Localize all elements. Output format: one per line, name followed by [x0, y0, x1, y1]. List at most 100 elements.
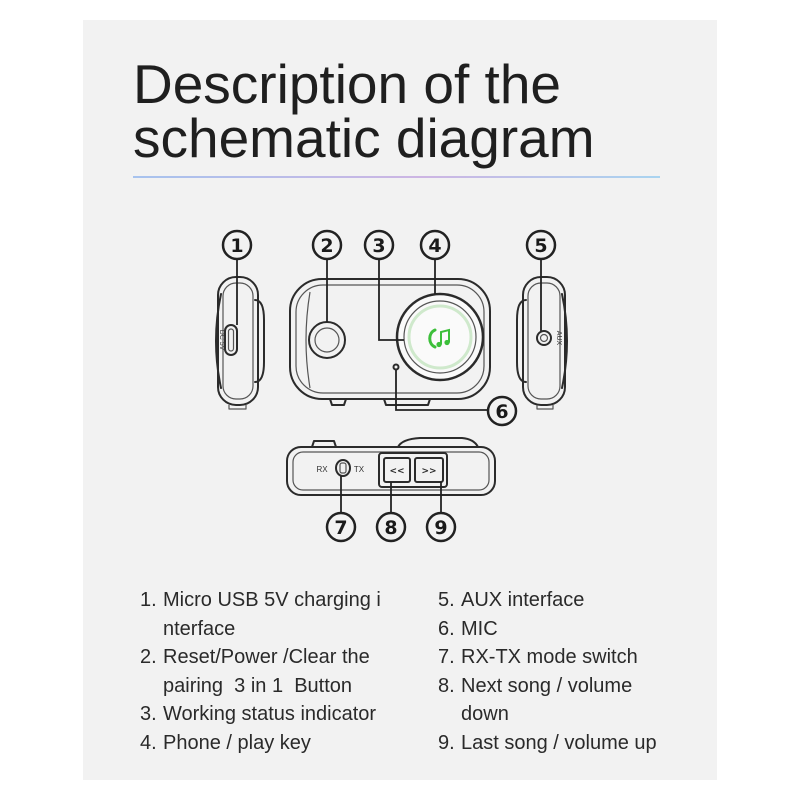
callout-8-ring	[375, 511, 407, 543]
phone-handset-shape	[428, 328, 437, 349]
legend-number: 3.	[140, 703, 157, 725]
next-song-button: <<	[383, 457, 411, 483]
side-view-aux-left-bump	[516, 299, 527, 383]
reset-power-button	[308, 321, 346, 359]
side-view-aux-right-curve	[561, 293, 568, 389]
reset-power-button-ring	[308, 321, 346, 359]
phone-play-key-inner	[403, 300, 477, 374]
legend-text: down	[461, 703, 509, 725]
usb-port-label: DC 5V	[218, 330, 225, 351]
rx-tx-switch: RX TX	[316, 459, 365, 477]
callout-9: 9	[425, 511, 457, 543]
front-view-bottom-tab-left	[329, 398, 347, 406]
legend-text: RX-TX mode switch	[461, 646, 638, 668]
last-song-button-glyph: >>	[421, 467, 436, 477]
legend-item-9: 9. Last song / volume up	[438, 729, 657, 758]
legend-number-spacer	[438, 700, 461, 729]
legend-item-8: 8. Next song / volume	[438, 672, 657, 701]
legend-text: Micro USB 5V charging i	[163, 589, 381, 611]
side-view-usb-body	[217, 276, 259, 406]
legend-item-2-continuation: pairing 3 in 1 Button	[140, 672, 381, 701]
legend-item-7: 7. RX-TX mode switch	[438, 643, 657, 672]
callout-9-ring	[425, 511, 457, 543]
side-view-usb: DC 5V	[215, 276, 265, 410]
callout-5: 5	[525, 229, 557, 261]
legend-text: AUX interface	[461, 589, 585, 611]
phone-music-icon	[428, 328, 450, 349]
callout-8: 8	[375, 511, 407, 543]
callout-6: 6	[486, 395, 518, 427]
callout-2-number: 2	[320, 235, 333, 257]
callout-3: 3	[363, 229, 395, 261]
legend-number: 8.	[438, 674, 455, 697]
legend-text: nterface	[163, 617, 236, 640]
callout-1: 1	[221, 229, 253, 261]
front-view	[289, 278, 491, 406]
legend-item-5: 5. AUX interface	[438, 586, 657, 615]
next-song-button-glyph: <<	[389, 467, 404, 477]
bottom-view-top-tab	[311, 440, 337, 448]
legend-number: 2.	[140, 646, 157, 668]
bottom-view-key-profile	[397, 437, 479, 448]
front-view-bottom-tab-right	[383, 398, 431, 406]
page-title: Description of the schematic diagram	[133, 57, 595, 166]
title-divider	[133, 176, 660, 178]
legend-item-6: 6. MIC	[438, 615, 657, 644]
callout-5-number: 5	[534, 235, 547, 257]
callout-2-ring	[311, 229, 343, 261]
legend-text: Working status indicator	[163, 703, 377, 725]
phone-play-key	[395, 292, 485, 382]
callout-4-number: 4	[428, 235, 441, 257]
side-view-aux-body	[522, 276, 566, 406]
last-song-button-key	[414, 457, 444, 483]
callout-6-ring	[486, 395, 518, 427]
callout-9-number: 9	[434, 517, 447, 539]
aux-jack-inner	[539, 333, 549, 343]
aux-jack	[536, 330, 552, 346]
legend-text: pairing 3 in 1 Button	[163, 674, 353, 697]
leader-lines	[236, 259, 542, 513]
front-view-body	[289, 278, 491, 400]
music-note-stems	[440, 328, 450, 345]
rx-tx-switch-slider	[339, 462, 347, 474]
legend-item-8-continuation: down	[438, 700, 657, 729]
legend-number: 4.	[140, 731, 157, 754]
legend-number: 6.	[438, 617, 455, 640]
callout-8-number: 8	[384, 517, 397, 539]
legend-item-1-continuation: nterface	[140, 615, 381, 644]
legend-text: Next song / volume	[461, 674, 633, 697]
legend-text: Reset/Power /Clear the	[163, 646, 370, 668]
callout-7-number: 7	[334, 517, 347, 539]
legend-number: 1.	[140, 589, 157, 611]
front-view-left-edge	[305, 291, 311, 389]
aux-port-label: AUX	[555, 331, 562, 346]
micro-usb-port	[224, 324, 238, 356]
legend-item-4: 4. Phone / play key	[140, 729, 381, 758]
leader-line-6	[395, 370, 488, 411]
legend-number: 5.	[438, 589, 455, 611]
callout-1-number: 1	[230, 235, 243, 257]
side-view-usb-foot	[228, 405, 247, 410]
track-buttons-frame	[378, 452, 448, 488]
legend-number-spacer	[140, 615, 163, 644]
legend-item-1: 1. Micro USB 5V charging i	[140, 586, 381, 615]
legend-number: 9.	[438, 731, 455, 754]
legend-item-2: 2. Reset/Power /Clear the	[140, 643, 381, 672]
next-song-button-key	[383, 457, 411, 483]
legend-text: Phone / play key	[163, 731, 311, 754]
callout-2: 2	[311, 229, 343, 261]
legend-number-spacer	[140, 672, 163, 701]
side-view-aux-foot	[536, 405, 554, 410]
music-note-head-1	[436, 341, 442, 348]
micro-usb-port-inner	[227, 328, 235, 352]
legend-right-column: 5. AUX interface 6. MIC 7. RX-TX mode sw…	[438, 586, 657, 757]
callout-3-ring	[363, 229, 395, 261]
callout-7: 7	[325, 511, 357, 543]
callout-7-ring	[325, 511, 357, 543]
callout-1-ring	[221, 229, 253, 261]
callout-6-number: 6	[495, 401, 508, 423]
side-view-usb-inner-edge	[222, 282, 254, 400]
last-song-button: >>	[414, 457, 444, 483]
